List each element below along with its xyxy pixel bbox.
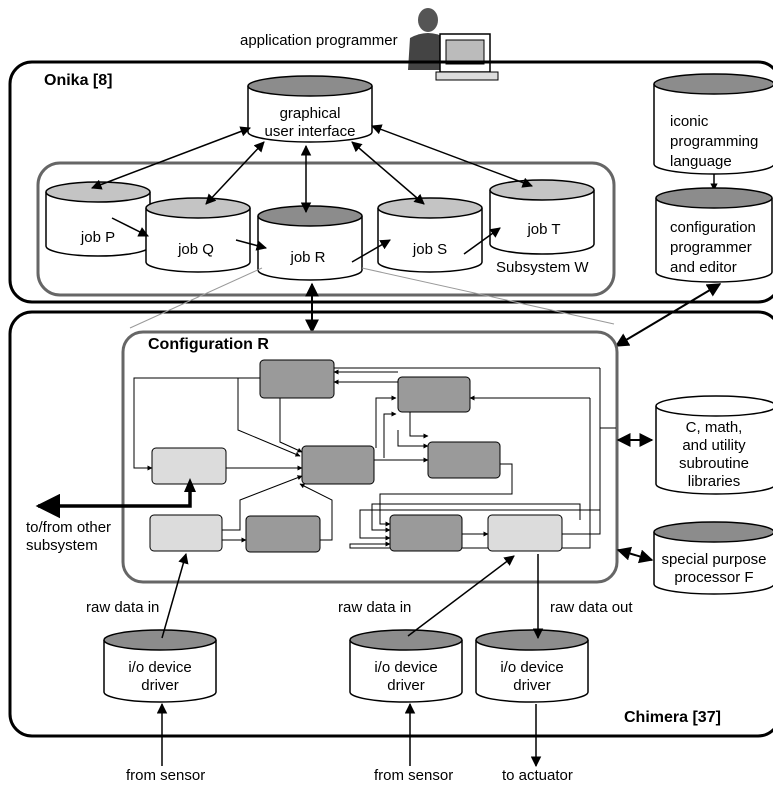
tofrom-label-1: to/from other (26, 519, 111, 536)
other-subsystem-arrow (35, 486, 192, 519)
driver3-label-1: i/o device (500, 659, 563, 676)
tofrom-label-2: subsystem (26, 537, 98, 554)
driver2-label-2: driver (387, 677, 425, 694)
configuration-programmer-cylinder (655, 187, 773, 283)
projection-line-right (361, 267, 615, 325)
raw-out-label: raw data out (550, 599, 633, 616)
application-programmer-label: application programmer (240, 32, 398, 49)
driver2-label-1: i/o device (374, 659, 437, 676)
from-sensor-1-label: from sensor (126, 767, 205, 784)
io-driver-1-cylinder (103, 629, 217, 703)
gui-label-2: user interface (265, 123, 356, 140)
module-dark-6 (389, 514, 463, 552)
onika-box (8, 60, 773, 304)
programmer-icon (408, 8, 499, 81)
module-dark-2 (397, 376, 471, 413)
special-processor-cylinder (653, 521, 773, 595)
io-driver-3-cylinder (475, 629, 589, 703)
other-subsystem-arrowhead (184, 478, 196, 492)
editor-config-arrow (614, 283, 722, 347)
libs-label-3: subroutine (679, 455, 749, 472)
onika-title: Onika [8] (44, 72, 112, 89)
module-light-2 (149, 514, 223, 552)
job-q-cylinder (145, 197, 251, 273)
libraries-cylinder (655, 395, 773, 495)
job-r-label: job R (289, 249, 325, 266)
job-q-label: job Q (177, 241, 214, 258)
config-label-3: and editor (670, 259, 737, 276)
job-s-cylinder (377, 197, 483, 273)
subsystem-w-box (36, 161, 616, 297)
job-t-cylinder (489, 179, 595, 255)
driver1-label-2: driver (141, 677, 179, 694)
from-sensor-2-label: from sensor (374, 767, 453, 784)
special-arrow (616, 546, 654, 564)
raw-in-1-arrow (161, 552, 189, 639)
job-r-cylinder (257, 205, 363, 281)
module-dark-5 (245, 515, 321, 553)
configuration-r-box (121, 330, 619, 584)
to-actuator-label: to actuator (502, 767, 573, 784)
raw-in-2-arrow (407, 555, 515, 637)
iconic-label-3: language (670, 153, 732, 170)
special-label-1: special purpose (661, 551, 766, 568)
io-driver-2-cylinder (349, 629, 463, 703)
libs-label-1: C, math, (686, 419, 743, 436)
raw-in-2-label: raw data in (338, 599, 411, 616)
job-p-label: job P (80, 229, 115, 246)
module-light-3 (487, 514, 563, 552)
module-dark-1 (259, 359, 335, 399)
iconic-label-1: iconic (670, 113, 709, 130)
chimera-title: Chimera [37] (624, 709, 721, 726)
raw-in-1-label: raw data in (86, 599, 159, 616)
module-dark-4 (427, 441, 501, 479)
config-label-2: programmer (670, 239, 752, 256)
iconic-label-2: programming (670, 133, 758, 150)
chimera-box (8, 310, 773, 738)
driver1-label-1: i/o device (128, 659, 191, 676)
iconic-language-cylinder (653, 73, 773, 175)
subsystem-w-label: Subsystem W (496, 259, 589, 276)
configuration-r-title: Configuration R (148, 336, 269, 353)
job-s-label: job S (412, 241, 447, 258)
driver3-label-2: driver (513, 677, 551, 694)
gui-label-1: graphical (280, 105, 341, 122)
libs-label-4: libraries (688, 473, 741, 490)
special-label-2: processor F (674, 569, 753, 586)
module-dark-3 (301, 445, 375, 485)
config-label-1: configuration (670, 219, 756, 236)
job-t-label: job T (526, 221, 560, 238)
gui-job-arrows (91, 124, 533, 263)
libs-label-2: and utility (682, 437, 746, 454)
gui-cylinder (247, 75, 373, 143)
module-light-1 (151, 447, 227, 485)
projection-line-left (129, 267, 263, 329)
